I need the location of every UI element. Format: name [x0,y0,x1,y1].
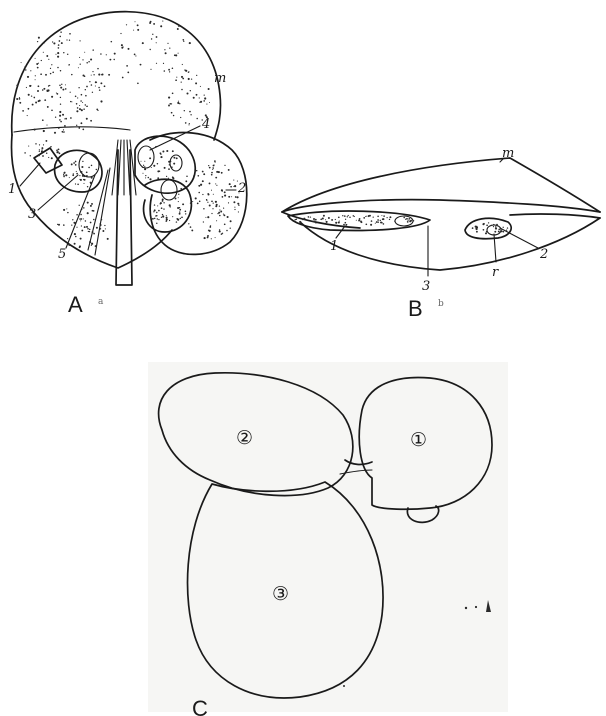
panel-a-label-1: 1 [8,182,16,197]
panel-c-background [148,362,508,712]
panel-b-upper-rim [282,200,600,212]
panel-b-caption: b [438,299,444,309]
panel-a: m 1 3 5 4 2 A a [8,12,247,317]
panel-b-label-m: m [502,146,514,161]
panel-b: m 1 3 r 2 B b [282,146,600,321]
panel-c-label-2: ② [236,427,253,449]
panel-a-lobe-mid-inner [161,180,177,200]
panel-c-label-3: ③ [272,583,289,605]
panel-a-label-3: 3 [28,207,36,222]
panel-a-stippling [16,21,239,249]
panel-c-label-1: ① [410,429,427,451]
panel-a-label-4: 4 [201,117,210,132]
panel-a-caption: a [98,297,104,307]
panel-b-label-3: 3 [422,279,430,294]
panel-a-label-5: 5 [58,247,66,262]
panel-b-label-1: 1 [330,239,338,254]
panel-b-inner-shelf [510,214,600,218]
panel-b-label-2: 2 [539,247,548,262]
panel-c: ② ① ③ C [148,362,508,716]
panel-a-lobe-4 [135,136,195,193]
panel-a-label-m: m [214,71,226,86]
panel-c-letter: C [192,696,208,716]
panel-a-label-2: 2 [237,181,246,196]
panel-a-lobe-4-inner [170,155,182,171]
panel-a-leaders [20,126,236,248]
panel-a-lobe-3-inner [79,153,99,177]
panel-a-letter: A [68,292,83,317]
panel-a-cap-base [14,127,130,132]
panel-a-lobe-3 [55,150,102,192]
panel-b-letter: B [408,296,423,321]
panel-b-label-r: r [492,265,499,280]
